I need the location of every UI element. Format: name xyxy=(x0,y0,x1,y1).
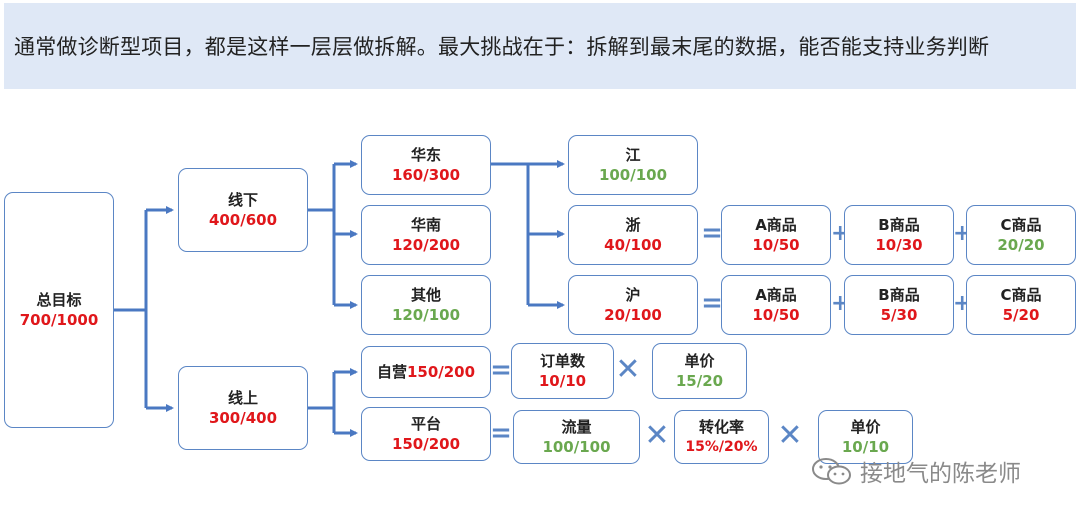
node-value: 20/20 xyxy=(997,236,1045,254)
node-name: 流量 xyxy=(561,418,592,436)
node-value: 120/200 xyxy=(391,236,461,254)
node-name: 平台 xyxy=(410,415,441,433)
equals-operator: = xyxy=(701,218,723,248)
node-name: A商品 xyxy=(755,286,797,304)
node-value: 10/10 xyxy=(841,438,890,456)
node-name: A商品 xyxy=(755,216,797,234)
plus-operator: + xyxy=(831,221,850,246)
node-value: 700/1000 xyxy=(19,311,99,329)
node-zhe-product-a: A商品 10/50 xyxy=(721,205,831,265)
watermark: 接地气的陈老师 xyxy=(808,454,1021,488)
node-hu-product-b: B商品 5/30 xyxy=(844,275,954,335)
node-value: 10/50 xyxy=(752,306,800,324)
node-value: 20/100 xyxy=(604,306,662,324)
node-value: 300/400 xyxy=(208,409,278,427)
wechat-icon xyxy=(812,458,851,485)
node-value: 150/200 xyxy=(391,435,461,453)
node-name: 浙 xyxy=(625,216,641,234)
node-unit-price-platform: 单价 10/10 xyxy=(818,410,913,464)
plus-operator: + xyxy=(953,291,972,316)
node-value: 5/30 xyxy=(880,306,918,324)
node-online: 线上 300/400 xyxy=(178,366,308,450)
node-value: 100/100 xyxy=(598,166,668,184)
node-value: 160/300 xyxy=(391,166,461,184)
equals-operator: = xyxy=(701,288,723,318)
connector-east xyxy=(490,162,530,305)
node-value: 100/100 xyxy=(542,438,611,456)
node-province-jiang: 江 100/100 xyxy=(568,135,698,195)
node-hu-product-c: C商品 5/20 xyxy=(966,275,1076,335)
node-zhe-product-c: C商品 20/20 xyxy=(966,205,1076,265)
node-value: 150/200 xyxy=(406,363,476,381)
node-region-other: 其他 120/100 xyxy=(361,275,491,335)
node-name: 沪 xyxy=(625,286,641,304)
node-name: C商品 xyxy=(1000,216,1042,234)
plus-operator: + xyxy=(953,221,972,246)
node-province-hu: 沪 20/100 xyxy=(568,275,698,335)
node-name: 总目标 xyxy=(36,291,82,309)
header-banner: 通常做诊断型项目，都是这样一层层做拆解。最大挑战在于：拆解到最末尾的数据，能否能… xyxy=(4,3,1076,89)
node-offline: 线下 400/600 xyxy=(178,168,308,252)
node-name: 线下 xyxy=(227,191,258,209)
node-value: 40/100 xyxy=(604,236,662,254)
connector-total xyxy=(114,210,148,408)
node-value: 10/10 xyxy=(538,372,587,390)
node-name: B商品 xyxy=(878,216,920,234)
node-province-zhe: 浙 40/100 xyxy=(568,205,698,265)
node-traffic: 流量 100/100 xyxy=(513,410,640,464)
node-hu-product-a: A商品 10/50 xyxy=(721,275,831,335)
times-operator: ✕ xyxy=(777,418,803,453)
node-name: 线上 xyxy=(227,389,258,407)
node-name: C商品 xyxy=(1000,286,1042,304)
connector-offline xyxy=(307,164,336,305)
node-name: 订单数 xyxy=(539,352,585,370)
plus-operator: + xyxy=(831,291,850,316)
node-self-operated: 自营 150/200 xyxy=(361,346,491,398)
node-name: 自营 xyxy=(376,363,407,381)
connector-online xyxy=(307,372,336,433)
node-region-east: 华东 160/300 xyxy=(361,135,491,195)
times-operator: ✕ xyxy=(615,352,641,387)
node-inline-row: 自营 150/200 xyxy=(377,362,475,382)
node-name: 转化率 xyxy=(698,418,744,436)
node-value: 400/600 xyxy=(208,211,278,229)
node-name: 其他 xyxy=(410,286,441,304)
node-value: 10/50 xyxy=(752,236,800,254)
node-name: B商品 xyxy=(878,286,920,304)
node-value: 15/20 xyxy=(675,372,724,390)
node-zhe-product-b: B商品 10/30 xyxy=(844,205,954,265)
node-order-count: 订单数 10/10 xyxy=(511,343,614,399)
times-operator: ✕ xyxy=(644,418,670,453)
banner-text: 通常做诊断型项目，都是这样一层层做拆解。最大挑战在于：拆解到最末尾的数据，能否能… xyxy=(14,35,990,59)
node-conversion-rate: 转化率 15%/20% xyxy=(674,410,769,464)
node-platform: 平台 150/200 xyxy=(361,407,491,461)
node-value: 15%/20% xyxy=(685,439,758,455)
equals-operator: = xyxy=(490,418,512,448)
equals-operator: = xyxy=(490,355,512,385)
node-value: 10/30 xyxy=(875,236,923,254)
node-name: 单价 xyxy=(684,352,715,370)
node-name: 单价 xyxy=(850,418,881,436)
node-total-target: 总目标 700/1000 xyxy=(4,192,114,428)
node-value: 120/100 xyxy=(391,306,461,324)
node-unit-price-self: 单价 15/20 xyxy=(652,343,747,399)
node-name: 华南 xyxy=(410,216,441,234)
node-value: 5/20 xyxy=(1002,306,1040,324)
node-region-south: 华南 120/200 xyxy=(361,205,491,265)
node-name: 江 xyxy=(625,146,641,164)
watermark-text: 接地气的陈老师 xyxy=(860,461,1021,487)
node-name: 华东 xyxy=(410,146,441,164)
